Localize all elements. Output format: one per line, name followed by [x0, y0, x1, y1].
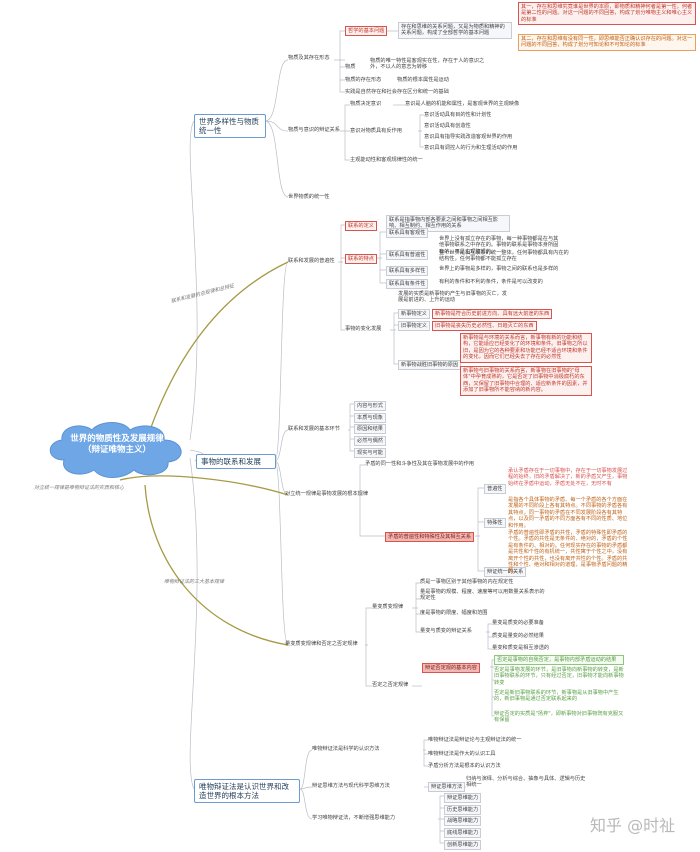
t2-n2: 否定是事物发展的环节，是旧事物向新事物的转变，是新旧事物联系的环节，只有经过否定… [494, 667, 624, 686]
t2-q2: 量是事物的规模、程度、速度等可以用数量关系表示的规定性 [420, 589, 545, 602]
t2-dev-label[interactable]: 事物的变化发展 [345, 326, 382, 332]
t2-new-label: 新事物定义 [398, 309, 430, 320]
t1-matter-decides-text: 意识是人脑的机能和属性，是客观世界的主观映像 [405, 101, 520, 107]
t3-abilities[interactable]: 学习唯物辩证法，不断增强思维能力 [312, 815, 396, 821]
t1-matter-decides: 物质决定意识 [350, 101, 382, 107]
t2-f3-label: 联系具有多样性 [386, 266, 429, 277]
t2-q4c: 量变和质变是相互渗透的 [492, 645, 550, 651]
t2-new-text: 新事物是符合历史前进方向、具有远大前途的东西 [432, 309, 553, 320]
t2-identity-struggle: 矛盾的同一性和斗争性及其在事物发展中的作用 [365, 461, 474, 467]
t1-reaction: 意识对物质具有反作用 [350, 128, 402, 134]
t2-spec-text: 是指各个具体事物的矛盾、每一个矛盾的各个方面在发展的不同阶段上各有其特点。不同事… [508, 497, 628, 529]
t1-matter-text: 物质的唯一特性是客观实在性，存在于人的意识之外，不以人的意志为转移 [370, 58, 485, 71]
t2-n4: 辩证否定的实质是"扬弃"，即新事物对旧事物既有克服又有保留 [494, 711, 624, 724]
topic-connection-development[interactable]: 事物的联系和发展 [196, 454, 276, 469]
t2-dev-text: 发展的实质是新事物的产生与旧事物的灭亡，发展是前进的、上升的运动 [398, 291, 507, 304]
t3-ability-5: 创新思维能力 [444, 840, 482, 851]
t3-ability-1: 辩证思维能力 [444, 793, 482, 804]
cloud-shape [49, 422, 182, 478]
t3-dialectical-thinking: 辩证思维方法 [428, 782, 466, 793]
t2-pair-4: 必然与偶然 [354, 436, 386, 447]
t2-quantity-quality[interactable]: 量变质变规律和否定之否定规律 [285, 641, 358, 647]
t1-note-1: 其一，存在和思维究竟谁是世界的本原，即物质和精神何者是第一性，何者是第二性的问题… [518, 2, 696, 26]
t2-f3-text: 世界上的事物是多样的，事物之间的联系也是多样的 [439, 266, 559, 272]
relation-label-3: 唯物辩证法的三大基本规律 [164, 579, 225, 585]
t3-method-3: 矛盾分析方法是根本的认识方法 [428, 763, 501, 769]
t2-f2-label: 联系具有普遍性 [386, 250, 429, 261]
t2-inv-1: 新事物是与环境的关系而言，新事物有新的功能和结构，它能适应已经变化了的环境和条件… [460, 333, 592, 363]
central-topic-title: 世界的物质性及发展规律 （辩证唯物主义） [70, 434, 164, 455]
t3-thinking-methods[interactable]: 辩证思维方法与现代科学思维方法 [312, 783, 390, 789]
central-topic[interactable]: 世界的物质性及发展规律 （辩证唯物主义） [42, 420, 192, 480]
t1-forms-label: 物质的存在形态 [345, 77, 382, 83]
t2-pair-3: 原因和结果 [354, 424, 386, 435]
t2-universality[interactable]: 联系和发展的普遍性 [288, 258, 335, 264]
t1-world-unity[interactable]: 世界物质的统一性 [288, 194, 330, 200]
t3-dialectical-thinking-text: 归纳与演绎、分析与综合、抽象与具体、逻辑与历史相统一 [466, 776, 586, 789]
t2-n-sub[interactable]: 辩证否定观的基本内容 [422, 663, 480, 674]
watermark: 知乎 @时祉 [590, 816, 676, 835]
t1-forms-text: 物质的根本属性是运动 [397, 77, 449, 83]
topic-dialectics-method[interactable]: 唯物辩证法是认识世界和改造世界的根本方法 [194, 779, 300, 803]
t1-reaction-2: 意识活动具有创造性 [424, 123, 471, 129]
t1-basic-question-label[interactable]: 哲学的基本问题 [345, 26, 388, 37]
t2-n3: 否定是新旧事物联系的环节，新事物是从旧事物中产生的，新旧事物是通过否定联系起来的 [494, 690, 619, 703]
t1-matter-label: 物质 [345, 64, 356, 70]
t3-method-2: 唯物辩证法是作大的认识工具 [428, 751, 496, 757]
t2-old-label: 旧事物定义 [398, 321, 430, 332]
t2-f2-text: 整个世界是相互联系的统一整体，任何事物都具有内在的结构性，任何事物都不能孤立存在 [439, 250, 569, 263]
t1-reaction-4: 意识具有调控人的行为和生理活动的作用 [424, 145, 518, 151]
t2-q4: 量变与质变的辩证关系 [420, 628, 472, 634]
t2-inv-label: 新事物战胜旧事物的原因 [398, 360, 462, 371]
t3-ability-3: 战略思维能力 [444, 816, 482, 827]
t2-def-text: 联系是指事物内部各要素之间和事物之间相互影响、相互制约、相互作用的关系 [386, 215, 510, 232]
t2-f4-text: 有利的条件和不利的条件，条件是可以改变的 [439, 279, 543, 285]
t1-practice-text: 实践是自然存在和社会存在区分和统一的基础 [345, 89, 449, 95]
t1-matter-consciousness[interactable]: 物质与意识的辩证关系 [288, 127, 340, 133]
t2-n1: 否定是事物的自我否定，是事物内部矛盾运动的结果 [494, 655, 624, 666]
t3-method[interactable]: 唯物辩证法是科学的认识方法 [312, 746, 380, 752]
t1-subjective-objective: 主观能动性和客观规律性的统一 [350, 157, 423, 163]
t2-pair-1: 内容与形式 [354, 401, 386, 412]
t2-inv-2: 新事物与旧事物的关系而言，新事物在旧事物的"母体"中孕育成熟的，它是否定了旧事物… [460, 366, 592, 396]
t2-pair-5: 现实与可能 [354, 448, 386, 459]
t2-spec-label: 特殊性 [484, 518, 506, 529]
topic-world-diversity[interactable]: 世界多样性与物质统一性 [194, 114, 266, 138]
t2-f4-label: 联系具有条件性 [386, 279, 429, 290]
t2-basic-links[interactable]: 联系和发展的基本环节 [288, 426, 340, 432]
t2-univ-text: 承认矛盾存在于一切事物中，存在于一切事物发展过程的始终，旧的矛盾解决了，新的矛盾… [508, 468, 628, 487]
t2-q1: 质是一事物区别于其他事物的内在规定性 [420, 579, 514, 585]
t1-reaction-1: 意识活动具有目的性和计划性 [424, 112, 492, 118]
t2-q4b: 质变是量变的必然结果 [492, 633, 544, 639]
t2-univ-label: 普遍性 [484, 484, 506, 495]
t2-q4a: 量变是质变的必要准备 [492, 620, 544, 626]
t1-reaction-3: 意识具有指导实践改造客观世界的作用 [424, 134, 513, 140]
t2-n-label: 否定之否定规律 [372, 682, 409, 688]
t1-note-2: 其二，存在和思维有没有同一性，即思维能否正确认识存在的问题。对这一问题的不同回答… [518, 34, 696, 51]
t2-f1-label: 联系具有客观性 [386, 228, 429, 239]
relation-label-2: 对立统一规律是唯物辩证法的实质和核心 [34, 485, 125, 491]
t2-pair-2: 本质与现象 [354, 413, 386, 424]
t3-method-1: 唯物辩证法是辩证论与主观辩证法的统一 [428, 737, 522, 743]
t3-ability-4: 底线思维能力 [444, 828, 482, 839]
t2-old-text: 旧事物是丧失历史必然性、日趋灭亡的东西 [432, 321, 537, 332]
t2-def-label[interactable]: 联系的定义 [345, 221, 377, 232]
t2-unity-opposites[interactable]: 对立统一规律是事物发展的根本规律 [285, 491, 369, 497]
t2-rel-label: 辩证统一的关系 [484, 567, 527, 578]
t1-basic-question-text: 存在和思维的关系问题，又是为物质和精神的关系问题，构成了全部哲学的基本问题 [398, 22, 512, 39]
t2-feature-label[interactable]: 联系的特点 [345, 254, 377, 265]
t2-q3: 度是事物的限度、幅度和范围 [420, 610, 488, 616]
t2-rel-text: 矛盾的普遍性即矛盾的共性，矛盾的特殊性即矛盾的个性。矛盾的共性是无条件的、绝对的… [508, 530, 628, 575]
t2-f1-text: 世界上没有孤立存在的事物，每一种事物都是在与其他事物联系之中存在的。事物的联系是… [439, 236, 559, 255]
t2-universality-particularity[interactable]: 矛盾的普遍性和特殊性及其相互关系 [385, 532, 475, 543]
t1-matter-forms[interactable]: 物质及其存在形态 [288, 55, 330, 61]
t2-q-label: 量变质变规律 [372, 604, 404, 610]
t3-ability-2: 历史思维能力 [444, 805, 482, 816]
